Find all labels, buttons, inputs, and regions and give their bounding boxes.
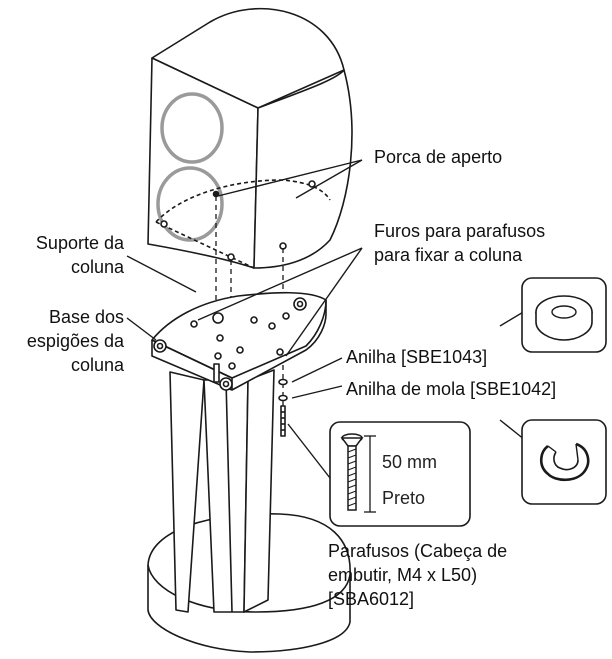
label-furos-line2: para fixar a coluna <box>374 245 523 265</box>
speaker-screw-holes <box>160 180 316 261</box>
screw-length: 50 mm <box>382 452 438 472</box>
label-base-line1: Base dos <box>48 307 124 327</box>
label-base-line3: coluna <box>70 355 124 375</box>
woofer-ring <box>156 166 224 242</box>
label-parafusos-line3: [SBA6012] <box>328 589 415 609</box>
screw-color: Preto <box>382 488 426 508</box>
stand <box>147 291 351 653</box>
label-parafusos-line2: embutir, M4 x L50) <box>328 565 478 585</box>
spring-washer-callout <box>521 419 607 505</box>
label-anilha: Anilha [SBE1043] <box>346 347 488 367</box>
speaker <box>147 7 353 269</box>
label-base-line2: espigões da <box>26 331 124 351</box>
label-anilha-de-mola: Anilha de mola [SBE1042] <box>346 379 557 399</box>
label-porca-de-aperto: Porca de aperto <box>374 147 503 167</box>
label-suporte-line1: Suporte da <box>35 233 124 253</box>
label-suporte-line2: coluna <box>70 257 124 277</box>
plate-holes <box>190 312 290 370</box>
label-parafusos-line1: Parafusos (Cabeça de <box>328 541 508 561</box>
leader-lines <box>126 159 541 479</box>
tweeter-ring <box>160 92 224 164</box>
label-furos-line1: Furos para parafusos <box>374 221 546 241</box>
hardware-stack <box>278 378 288 437</box>
screw-callout <box>329 421 471 527</box>
washer-callout <box>521 277 607 353</box>
